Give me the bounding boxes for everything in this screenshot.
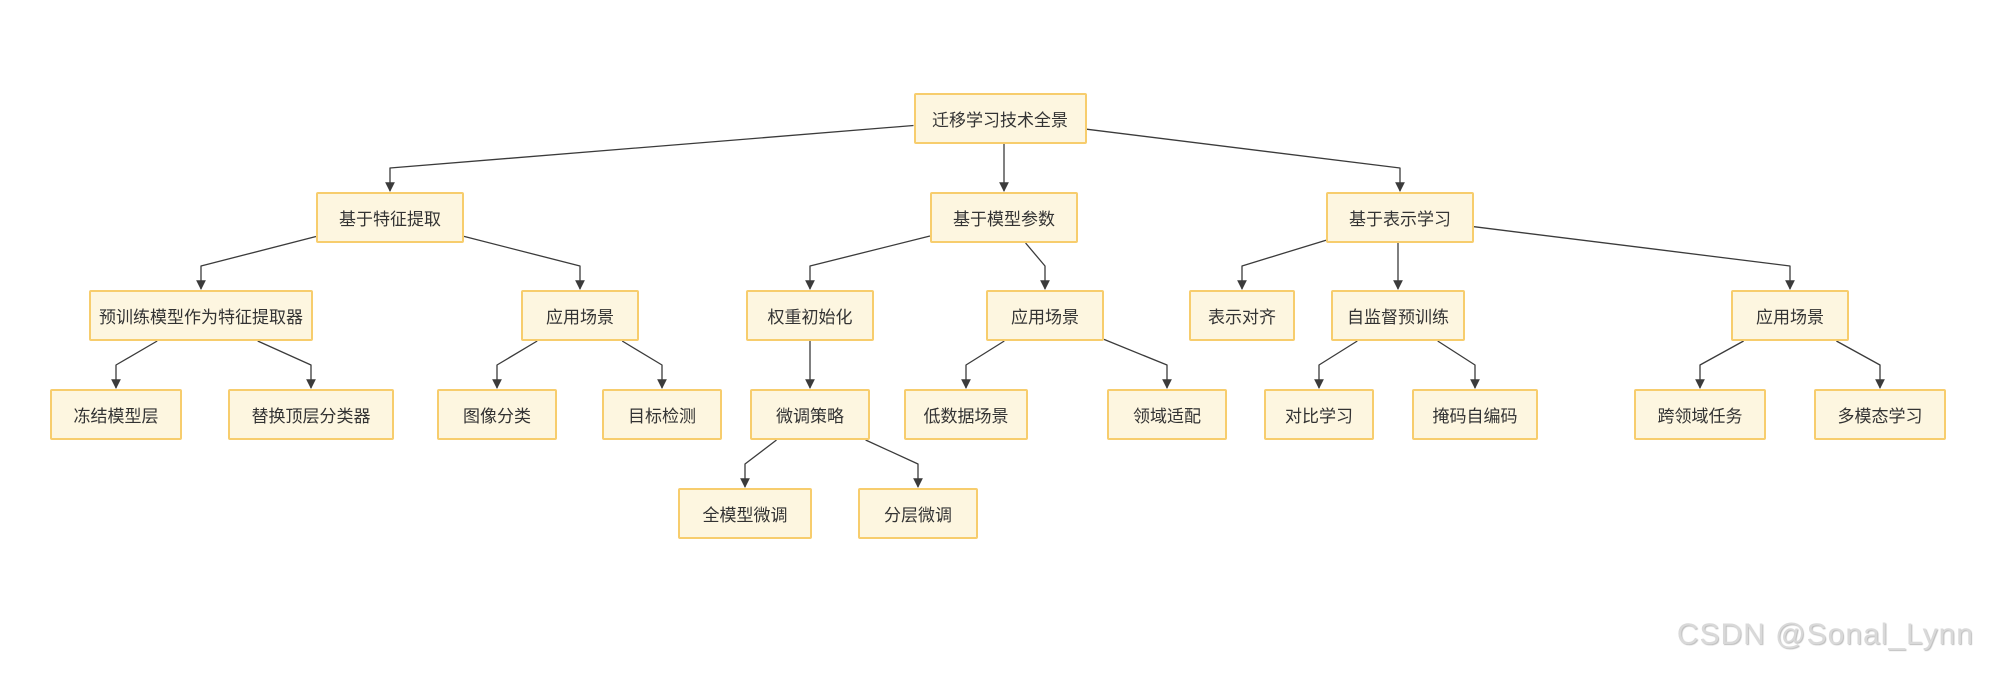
diagram-node-domainad: 领域适配 [1107,389,1227,440]
diagram-node-app2: 应用场景 [986,290,1104,341]
diagram-node-crossdom: 跨领域任务 [1634,389,1766,440]
edge-param-to-winit [805,235,931,290]
edge-repr-to-align [1237,239,1327,290]
edge-param-to-app2 [1025,242,1050,290]
edge-root-to-repr [1086,128,1405,192]
diagram-node-finetune: 微调策略 [750,389,870,440]
edge-app3-to-multimodal [1836,340,1885,389]
diagram-node-repr: 基于表示学习 [1326,192,1474,243]
watermark: CSDN @Sonal_Lynn [1676,618,1974,651]
edge-root-to-feature [385,124,914,192]
edge-app1-to-imgcls [492,340,538,389]
edge-pretrained-to-replace [257,340,316,389]
diagram-node-feature: 基于特征提取 [316,192,464,243]
edge-ssl-to-maskenc [1437,340,1480,389]
diagram-node-contrast: 对比学习 [1264,389,1374,440]
diagram-node-objdet: 目标检测 [602,389,722,440]
edge-feature-to-pretrained [196,235,317,290]
diagram-node-lowdata: 低数据场景 [904,389,1028,440]
diagram-node-app1: 应用场景 [521,290,639,341]
diagram-node-winit: 权重初始化 [746,290,874,341]
edge-app1-to-objdet [621,340,667,389]
edge-app3-to-crossdom [1695,340,1744,389]
diagram-node-imgcls: 图像分类 [437,389,557,440]
diagram-node-app3: 应用场景 [1731,290,1849,341]
diagram-node-replace: 替换顶层分类器 [228,389,394,440]
diagram-node-param: 基于模型参数 [930,192,1078,243]
edge-finetune-to-layerft [865,439,923,488]
diagram-node-root: 迁移学习技术全景 [913,93,1087,144]
diagram-node-pretrained: 预训练模型作为特征提取器 [89,290,313,341]
edge-app2-to-lowdata [961,340,1005,389]
diagram-node-layerft: 分层微调 [858,488,978,539]
diagram-node-ssl: 自监督预训练 [1331,290,1465,341]
diagram-node-fullft: 全模型微调 [678,488,812,539]
edge-ssl-to-contrast [1314,340,1358,389]
diagram-node-align: 表示对齐 [1189,290,1295,341]
diagram-node-multimodal: 多模态学习 [1814,389,1946,440]
edge-repr-to-app3 [1473,226,1795,290]
diagram-node-freeze: 冻结模型层 [50,389,182,440]
edge-pretrained-to-freeze [111,340,158,389]
edge-feature-to-app1 [463,235,585,290]
diagram-node-maskenc: 掩码自编码 [1412,389,1538,440]
edge-finetune-to-fullft [740,439,777,488]
edge-app2-to-domainad [1103,338,1172,389]
